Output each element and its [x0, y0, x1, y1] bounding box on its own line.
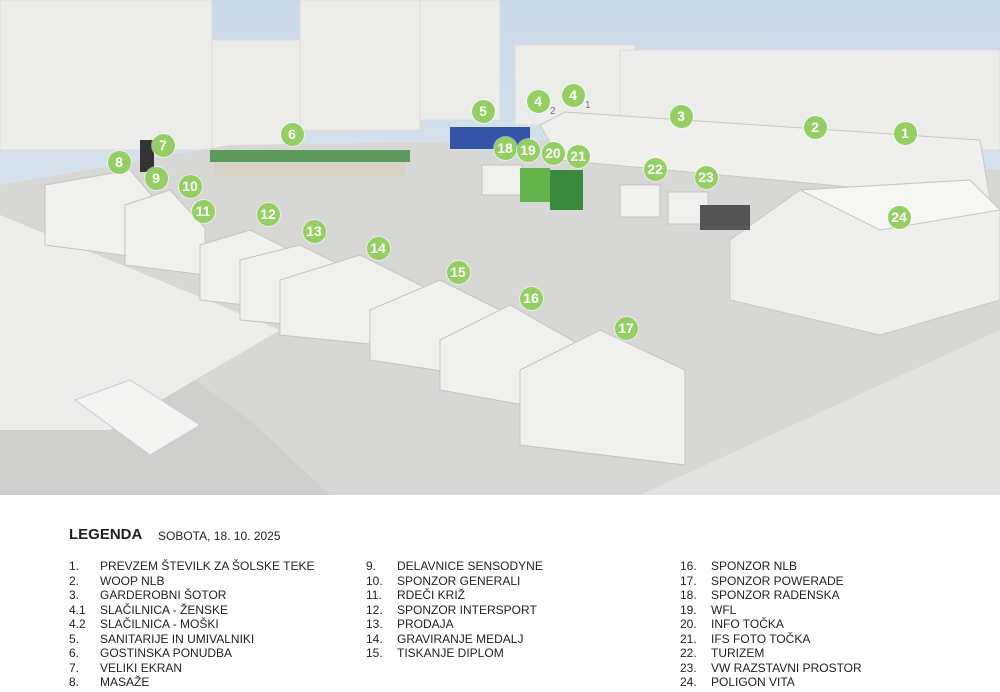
legend-item-number: 15.: [366, 646, 383, 660]
legend-item-number: 14.: [366, 631, 383, 646]
legend-item-number: 2.: [69, 573, 80, 588]
map-marker-23[interactable]: 23: [694, 165, 718, 189]
legend-item-number: 18.: [680, 588, 697, 602]
legend-item-number: 11.: [366, 588, 382, 602]
legend-item-label: TISKANJE DIPLOM: [397, 646, 504, 660]
legend-item-label: GRAVIRANJE MEDALJ: [397, 631, 524, 646]
legend-item-number: 8.: [69, 675, 80, 689]
roof-building: [0, 215, 280, 430]
map-marker-19[interactable]: 19: [516, 138, 540, 162]
legend-item-label: SLAČILNICA - MOŠKI: [100, 617, 219, 631]
legend-item-number: 20.: [680, 617, 697, 631]
legend-item-number: 3.: [69, 588, 80, 602]
map-marker-5[interactable]: 5: [471, 99, 495, 123]
legend: LEGENDA SOBOTA, 18. 10. 2025 1. PREVZEM Š…: [0, 495, 1000, 692]
map-marker-1[interactable]: 1: [893, 121, 917, 145]
legend-item-label: RDEČI KRIŽ: [397, 588, 466, 602]
legend-item-label: GARDEROBNI ŠOTOR: [100, 588, 227, 602]
legend-item-number: 7.: [69, 660, 80, 675]
legend-item-label: POLIGON VITA: [711, 675, 795, 689]
legend-item-number: 6.: [69, 646, 80, 660]
legend-item-number: 19.: [680, 602, 697, 617]
background-buildings: [0, 0, 1000, 151]
legend-item-number: 22.: [680, 646, 697, 660]
legend-item-label: SPONZOR POWERADE: [711, 573, 844, 588]
legend-item-label: PREVZEM ŠTEVILK ZA ŠOLSKE TEKE: [100, 559, 315, 573]
legend-item-number: 21.: [680, 631, 697, 646]
left-tents: [44, 169, 686, 466]
map-marker-8[interactable]: 8: [107, 150, 131, 174]
legend-item-label: VELIKI EKRAN: [100, 660, 183, 675]
map-marker-6[interactable]: 6: [280, 122, 304, 146]
legend-item-number: 23.: [680, 660, 697, 675]
map-marker-9[interactable]: 9: [144, 166, 168, 190]
legend-item-number: 5.: [69, 631, 80, 646]
legend-item-label: MASAŽE: [100, 675, 150, 689]
legend-item-number: 9.: [366, 559, 377, 573]
map-marker-18[interactable]: 18: [493, 136, 517, 160]
map-marker-21[interactable]: 21: [566, 144, 590, 168]
legend-item-number: 4.2: [69, 617, 86, 631]
stairs: [73, 379, 201, 456]
legend-title: LEGENDA: [69, 526, 143, 543]
legend-item-label: WOOP NLB: [100, 573, 165, 588]
map-marker-22[interactable]: 22: [643, 157, 667, 181]
legend-item-label: SPONZOR INTERSPORT: [397, 602, 537, 617]
legend-item-number: 24.: [680, 675, 697, 689]
legend-item-number: 12.: [366, 602, 383, 617]
map-marker-10[interactable]: 10: [178, 174, 202, 198]
map-marker-12[interactable]: 12: [256, 202, 280, 226]
map-marker-7[interactable]: 7: [151, 133, 175, 157]
catering-stands: [210, 150, 410, 176]
map-marker-16[interactable]: 16: [519, 286, 543, 310]
legend-item-label: SPONZOR GENERALI: [397, 573, 521, 588]
map-marker-20[interactable]: 20: [541, 141, 565, 165]
map-marker-14[interactable]: 14: [366, 236, 390, 260]
legend-item-label: SPONZOR RADENSKA: [711, 588, 840, 602]
map-marker-24[interactable]: 24: [887, 205, 911, 229]
legend-item-number: 16.: [680, 559, 697, 573]
legend-item-label: VW RAZSTAVNI PROSTOR: [711, 660, 862, 675]
big-screen: [140, 140, 154, 172]
map-marker-17[interactable]: 17: [614, 316, 638, 340]
legend-item-number: 10.: [366, 573, 383, 588]
map-marker-15[interactable]: 15: [446, 260, 470, 284]
legend-item-label: SLAČILNICA - ŽENSKE: [100, 602, 229, 617]
legend-item-number: 1.: [69, 559, 80, 573]
long-tents: [539, 111, 1000, 336]
map-marker-3[interactable]: 3: [669, 104, 693, 128]
site-illustration: [0, 0, 1000, 495]
legend-item-number: 4.1: [69, 602, 86, 617]
map-marker-11[interactable]: 11: [191, 199, 215, 223]
legend-date: SOBOTA, 18. 10. 2025: [158, 529, 281, 543]
legend-item-label: SPONZOR NLB: [711, 559, 798, 573]
map-marker-2[interactable]: 2: [803, 115, 827, 139]
legend-item-number: 13.: [366, 617, 383, 631]
center-tents: [481, 164, 750, 230]
legend-item-number: 17.: [680, 573, 697, 588]
legend-item-label: WFL: [711, 602, 737, 617]
map-marker-13[interactable]: 13: [302, 219, 326, 243]
legend-item-label: GOSTINSKA PONUDBA: [100, 646, 233, 660]
legend-item-label: PRODAJA: [397, 617, 454, 631]
legend-item-label: DELAVNICE SENSODYNE: [397, 559, 543, 573]
legend-item-label: IFS FOTO TOČKA: [711, 631, 811, 646]
legend-item-label: SANITARIJE IN UMIVALNIKI: [100, 631, 255, 646]
legend-item-label: INFO TOČKA: [711, 617, 784, 631]
legend-item-label: TURIZEM: [711, 646, 765, 660]
